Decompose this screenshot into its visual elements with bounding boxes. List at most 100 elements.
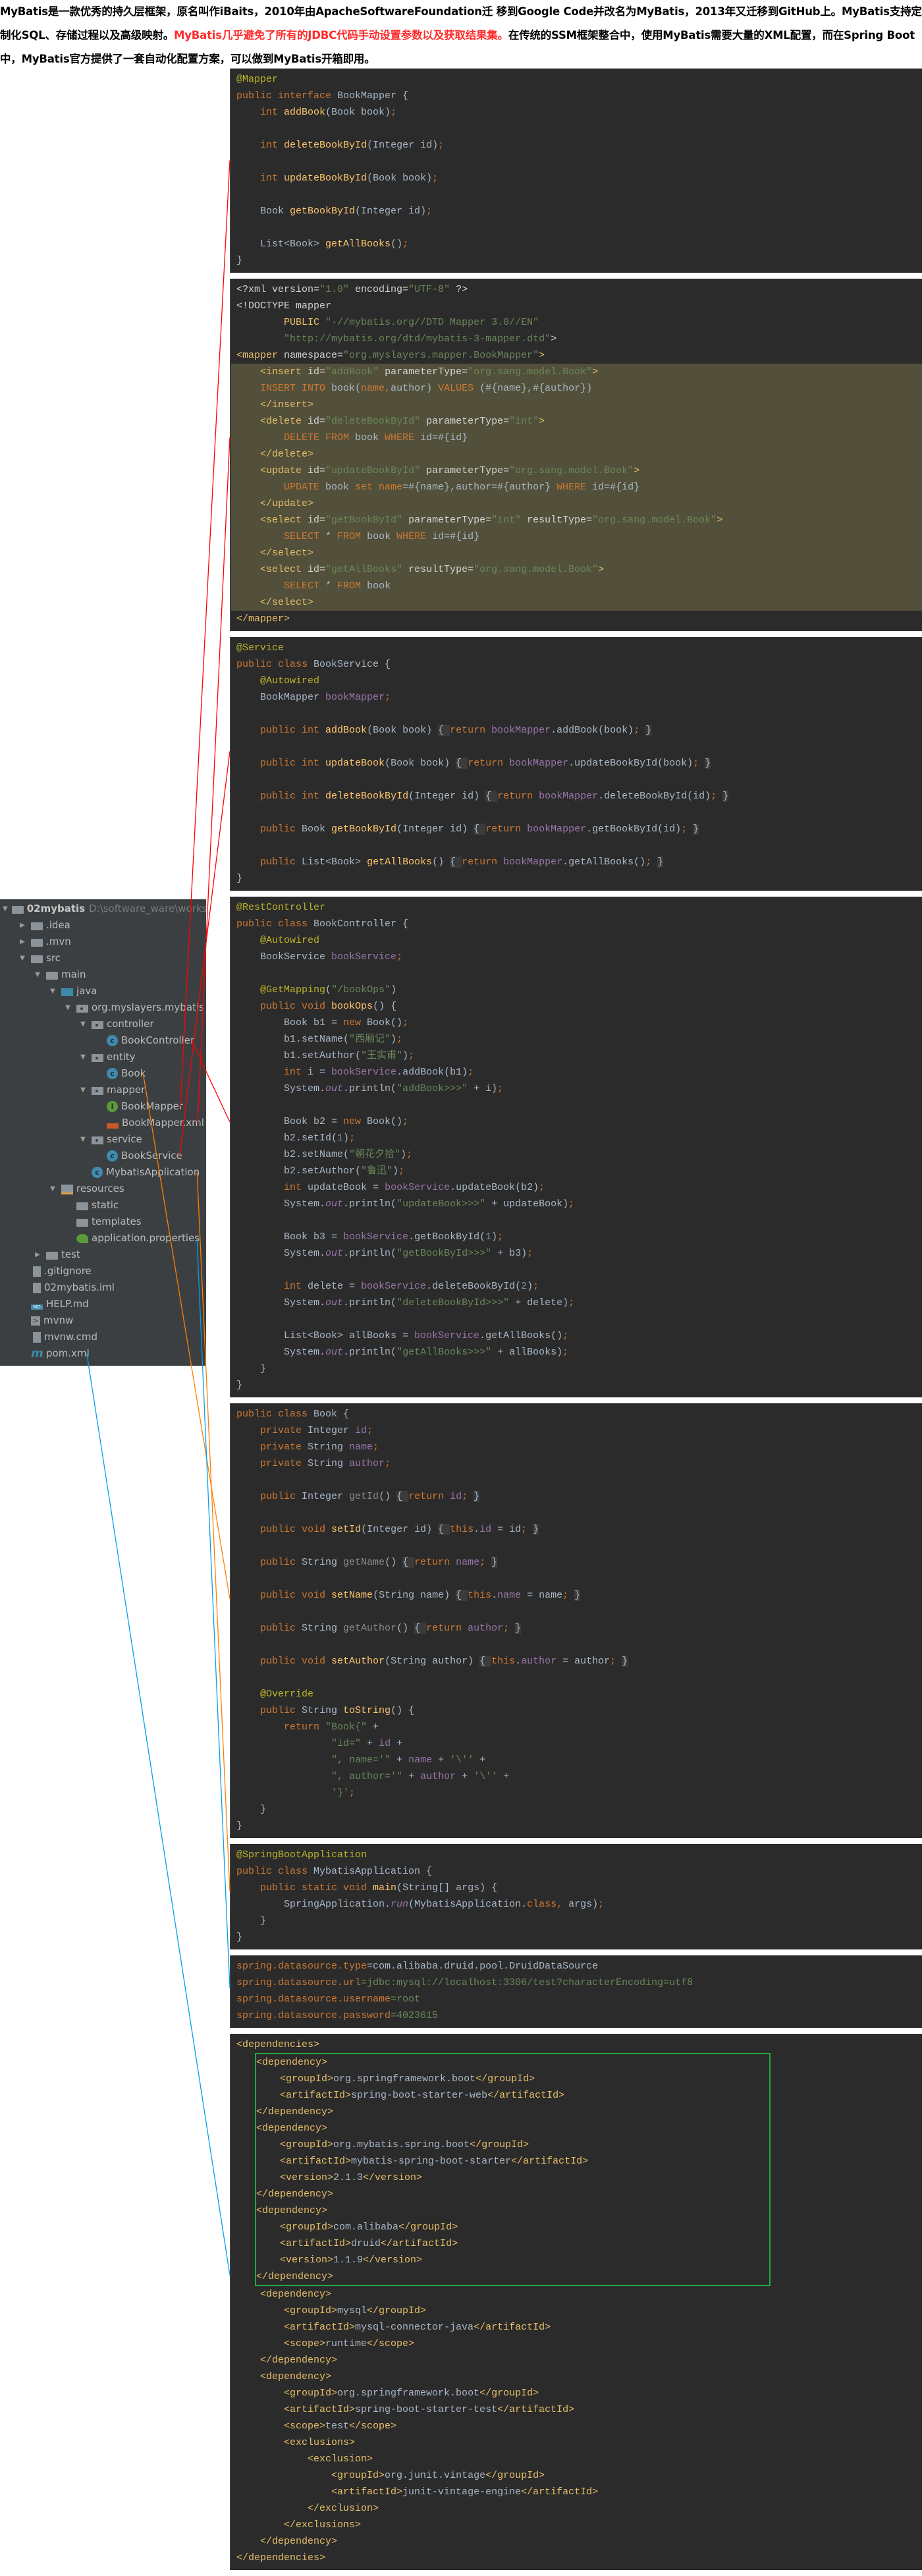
tree-item-label: java (76, 985, 97, 997)
chevron-down-icon[interactable]: ▼ (50, 988, 55, 995)
tree-item[interactable]: ▶.mvn (0, 934, 206, 950)
chevron-down-icon[interactable]: ▼ (65, 1004, 70, 1011)
code-token: .println( (343, 1297, 397, 1308)
tree-root[interactable]: ▼ 02mybatis D:\software_ware\worksp (0, 901, 206, 917)
chevron-down-icon[interactable]: ▼ (20, 955, 25, 962)
code-token: .addBook(b1) (396, 1067, 468, 1078)
code-token: int (260, 107, 285, 118)
code-token: List<Book> (302, 856, 367, 868)
chevron-down-icon[interactable]: ▼ (50, 1185, 55, 1192)
code-token: Book b3 = (236, 1231, 344, 1243)
tree-item-label: test (61, 1248, 80, 1260)
code-token: ) (527, 1281, 533, 1292)
tree-item[interactable]: ▼service (0, 1131, 206, 1148)
root-path: D:\software_ware\worksp (89, 903, 206, 914)
chevron-right-icon[interactable]: ▶ (20, 938, 25, 945)
code-token: updateBook = (308, 1182, 385, 1193)
code-line: <artifactId>mysql-connector-java</artifa… (231, 2319, 922, 2336)
code-line: private String author; (231, 1455, 922, 1472)
code-token: mysql-connector-java (355, 2322, 474, 2333)
tree-item[interactable]: 02mybatis.iml (0, 1279, 206, 1296)
tree-item[interactable]: ▼entity (0, 1049, 206, 1065)
code-line: @Override (231, 1686, 922, 1702)
tree-item[interactable]: mvnw.cmd (0, 1329, 206, 1345)
tree-item[interactable]: ▶ test (0, 1246, 206, 1263)
tree-item[interactable]: ▼src (0, 950, 206, 966)
code-token: } (236, 1380, 243, 1391)
code-token: .println( (343, 1347, 397, 1358)
tree-item[interactable]: BookMapper.xml (0, 1115, 206, 1131)
code-token: </artifactId> (381, 2238, 458, 2249)
md-icon: MD (31, 1304, 43, 1310)
code-token: System. (236, 1248, 326, 1259)
chevron-down-icon[interactable]: ▼ (80, 1086, 86, 1094)
code-token: public static void (260, 1882, 373, 1893)
mvnw-icon: > (31, 1316, 40, 1326)
tree-item[interactable]: ▶.idea (0, 917, 206, 934)
code-token: book (325, 482, 356, 493)
code-token: Book (236, 206, 290, 217)
chevron-down-icon[interactable]: ▼ (35, 971, 40, 978)
tree-item[interactable]: ▼resources (0, 1181, 206, 1197)
code-token: } (236, 255, 243, 266)
chevron-down-icon[interactable]: ▼ (80, 1053, 86, 1061)
code-token: { (456, 1590, 468, 1601)
code-token: </groupId> (367, 2305, 427, 2316)
chevron-right-icon[interactable]: ▶ (20, 922, 25, 929)
code-token: ; (562, 1330, 569, 1341)
tree-item[interactable]: ▼ java (0, 983, 206, 999)
code-token: ; (367, 1425, 373, 1436)
code-line: <dependency> (256, 2202, 769, 2219)
code-token: .deleteBookById( (426, 1281, 522, 1292)
code-token: "Book{" (325, 1722, 367, 1733)
chevron-down-icon[interactable]: ▼ (3, 905, 8, 912)
code-token: WHERE (385, 432, 421, 443)
tree-item[interactable]: >mvnw (0, 1312, 206, 1329)
tree-item[interactable]: templates (0, 1214, 206, 1230)
code-token: ", name='" (331, 1754, 391, 1766)
code-line: b1.setAuthor("王实甫"); (231, 1048, 922, 1064)
code-line: public String getName() { return name; } (231, 1554, 922, 1571)
code-token: ) (400, 1149, 407, 1160)
code-line: </dependency> (256, 2268, 769, 2285)
tree-item[interactable]: ▼mapper (0, 1082, 206, 1098)
tree-item[interactable]: ▼controller (0, 1016, 206, 1032)
tree-item[interactable]: .gitignore (0, 1263, 206, 1279)
code-token: =root (391, 1994, 421, 2005)
code-line: </dependency> (256, 2186, 769, 2202)
code-line: List<Book> allBooks = bookService.getAll… (231, 1328, 922, 1344)
code-line: </insert> (231, 397, 922, 413)
code-token (236, 984, 260, 995)
tree-item[interactable]: ▼main (0, 966, 206, 983)
code-token: "org.sang.model.Book" (474, 564, 599, 575)
chevron-down-icon[interactable]: ▼ (80, 1136, 86, 1143)
code-token: org.junit.vintage (385, 2470, 486, 2481)
code-token: ) (491, 1231, 498, 1243)
code-line: b2.setId(1); (231, 1130, 922, 1146)
code-token: "deleteBookById>>>" (396, 1297, 510, 1308)
chevron-down-icon[interactable]: ▼ (80, 1021, 86, 1028)
code-token: <artifactId> (236, 2322, 356, 2333)
chevron-right-icon[interactable]: ▶ (35, 1251, 40, 1258)
tree-item[interactable]: ▼org.myslayers.mybatis (0, 999, 206, 1016)
folder-icon (31, 938, 43, 947)
code-line: public String toString() { (231, 1702, 922, 1719)
code-token: return (284, 1722, 326, 1733)
code-token: (Book book) (325, 107, 391, 118)
tree-item[interactable]: application.properties (0, 1230, 206, 1246)
tree-item[interactable]: static (0, 1197, 206, 1214)
code-token: public void (260, 1524, 332, 1535)
code-token: private (260, 1458, 308, 1469)
code-token: (Integer id) (361, 1524, 439, 1535)
code-line: </select> (231, 545, 922, 561)
code-token: () (391, 238, 403, 250)
code-token: ) (402, 1050, 409, 1061)
